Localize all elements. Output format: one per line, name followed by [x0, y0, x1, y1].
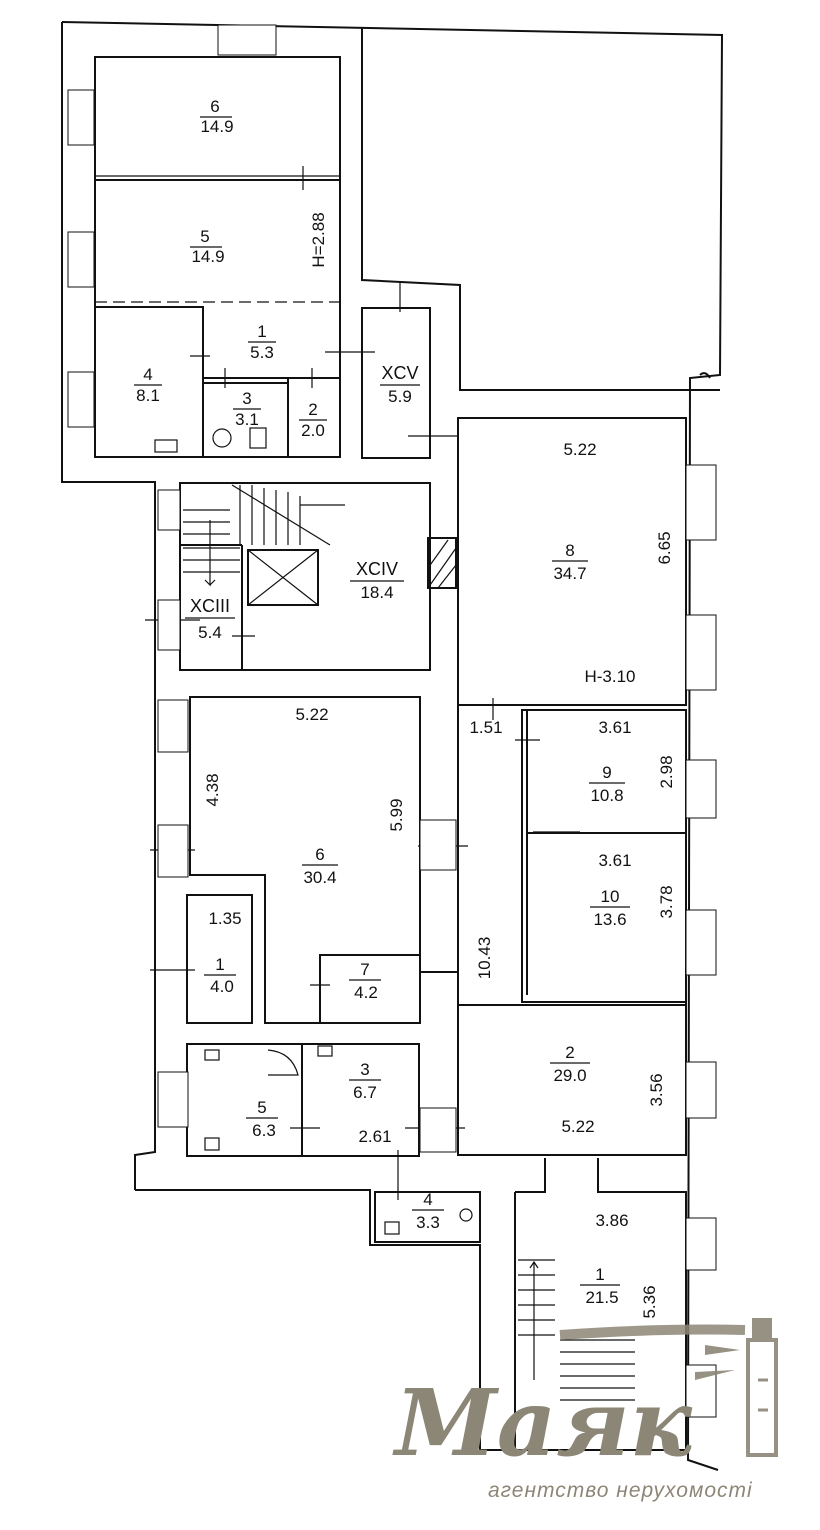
svg-text:3: 3	[242, 389, 251, 408]
svg-text:6.7: 6.7	[353, 1083, 377, 1102]
room-label: 2 29.0	[550, 1043, 590, 1085]
dim-r8-ceiling: Н-3.10	[584, 667, 635, 686]
dim-r6-width: 5.22	[295, 705, 328, 724]
room-1-low-walls	[514, 1158, 717, 1450]
room-label: 6 14.9	[200, 97, 234, 136]
svg-text:6.3: 6.3	[252, 1121, 276, 1140]
room-label: 1 21.5	[580, 1265, 620, 1307]
watermark: Маяк агентство нерухомості	[392, 1318, 778, 1502]
dim-r3-width: 2.61	[358, 1127, 391, 1146]
dim-r10-height: 3.78	[657, 885, 676, 918]
svg-text:21.5: 21.5	[585, 1288, 618, 1307]
svg-text:3: 3	[360, 1060, 369, 1079]
svg-text:Маяк: Маяк	[392, 1369, 693, 1477]
svg-text:10.8: 10.8	[590, 786, 623, 805]
lower-walls	[157, 705, 717, 1243]
dimension-labels: Н=2.88 5.22 6.65 Н-3.10 1.51 3.61 2.98 3…	[203, 212, 676, 1318]
room-label: 5 14.9	[190, 227, 225, 266]
svg-text:30.4: 30.4	[303, 868, 336, 887]
room-6-mid-walls	[150, 696, 468, 1024]
svg-text:4: 4	[143, 365, 152, 384]
svg-text:10: 10	[601, 887, 620, 906]
room-label: 2 2.0	[299, 400, 327, 440]
dim-r6-left: 4.38	[203, 773, 222, 806]
svg-text:4.0: 4.0	[210, 977, 234, 996]
svg-text:9: 9	[602, 763, 611, 782]
room-labels: 6 14.9 5 14.9 1 5.3 4 8.1 3 3.1 2 2.0	[134, 97, 630, 1307]
dim-r1-width: 1.35	[208, 909, 241, 928]
svg-text:6: 6	[315, 845, 324, 864]
room-label: XCIII 5.4	[185, 596, 235, 642]
lighthouse-icon	[695, 1318, 778, 1457]
svg-text:14.9: 14.9	[191, 247, 224, 266]
room-label: 7 4.2	[349, 960, 381, 1002]
svg-text:8.1: 8.1	[136, 386, 160, 405]
room-label: 1 4.0	[204, 955, 236, 996]
dim-r10-width: 3.61	[598, 851, 631, 870]
svg-text:18.4: 18.4	[360, 583, 393, 602]
svg-text:5: 5	[257, 1098, 266, 1117]
svg-text:5.9: 5.9	[388, 387, 412, 406]
dim-r2-height: 3.56	[647, 1073, 666, 1106]
window-marks-top	[67, 24, 277, 428]
svg-text:XCIII: XCIII	[190, 596, 230, 616]
svg-text:3.3: 3.3	[416, 1213, 440, 1232]
room-label: 10 13.6	[590, 887, 630, 929]
dim-corridor-length: 10.43	[475, 937, 494, 980]
logo-swoosh	[559, 1324, 746, 1340]
svg-text:14.9: 14.9	[200, 117, 233, 136]
outer-walls	[61, 21, 724, 1471]
room-label: 1 5.3	[248, 322, 276, 362]
svg-text:агентство нерухомості: агентство нерухомості	[488, 1479, 753, 1502]
dim-r6-right: 5.99	[387, 798, 406, 831]
room-label: 3 6.7	[349, 1060, 381, 1102]
room-label: 4 8.1	[134, 365, 162, 405]
svg-text:2.0: 2.0	[301, 421, 325, 440]
top-block	[67, 24, 375, 458]
dim-h-top: Н=2.88	[309, 212, 328, 267]
room-label: 5 6.3	[246, 1098, 278, 1140]
svg-text:1: 1	[257, 322, 266, 341]
svg-text:13.6: 13.6	[593, 910, 626, 929]
svg-text:2: 2	[308, 400, 317, 419]
svg-text:8: 8	[565, 541, 574, 560]
svg-text:1: 1	[595, 1265, 604, 1284]
room-label: 9 10.8	[589, 763, 625, 805]
svg-text:3.1: 3.1	[235, 410, 259, 429]
dim-r9-height: 2.98	[657, 755, 676, 788]
svg-text:5: 5	[200, 227, 209, 246]
svg-text:2: 2	[565, 1043, 574, 1062]
dim-r1-low-width: 3.86	[595, 1211, 628, 1230]
svg-text:7: 7	[360, 960, 369, 979]
svg-text:6: 6	[210, 97, 219, 116]
room-label: 4 3.3	[412, 1190, 444, 1232]
rooms-9-10-walls	[492, 698, 717, 1003]
svg-text:5.4: 5.4	[198, 623, 222, 642]
room-label: 6 30.4	[302, 845, 338, 887]
room-label: XCV 5.9	[380, 363, 420, 406]
dim-r8-height: 6.65	[655, 531, 674, 564]
dim-r2-width: 5.22	[561, 1117, 594, 1136]
dim-corridor-width: 1.51	[469, 718, 502, 737]
svg-text:29.0: 29.0	[553, 1066, 586, 1085]
svg-text:4: 4	[423, 1190, 432, 1209]
svg-text:1: 1	[215, 955, 224, 974]
svg-text:34.7: 34.7	[553, 564, 586, 583]
xcv-corridor	[361, 282, 458, 459]
stair-block	[145, 482, 457, 671]
room-label: 3 3.1	[233, 389, 261, 429]
room-8-walls	[457, 417, 717, 706]
svg-text:5.3: 5.3	[250, 343, 274, 362]
svg-text:XCIV: XCIV	[356, 559, 398, 579]
room-label: XCIV 18.4	[350, 559, 404, 602]
dim-r9-width: 3.61	[598, 718, 631, 737]
dim-r1-low-height: 5.36	[640, 1285, 659, 1318]
svg-text:XCV: XCV	[381, 363, 418, 383]
dim-r8-width: 5.22	[563, 440, 596, 459]
svg-text:4.2: 4.2	[354, 983, 378, 1002]
room-label: 8 34.7	[552, 541, 588, 583]
